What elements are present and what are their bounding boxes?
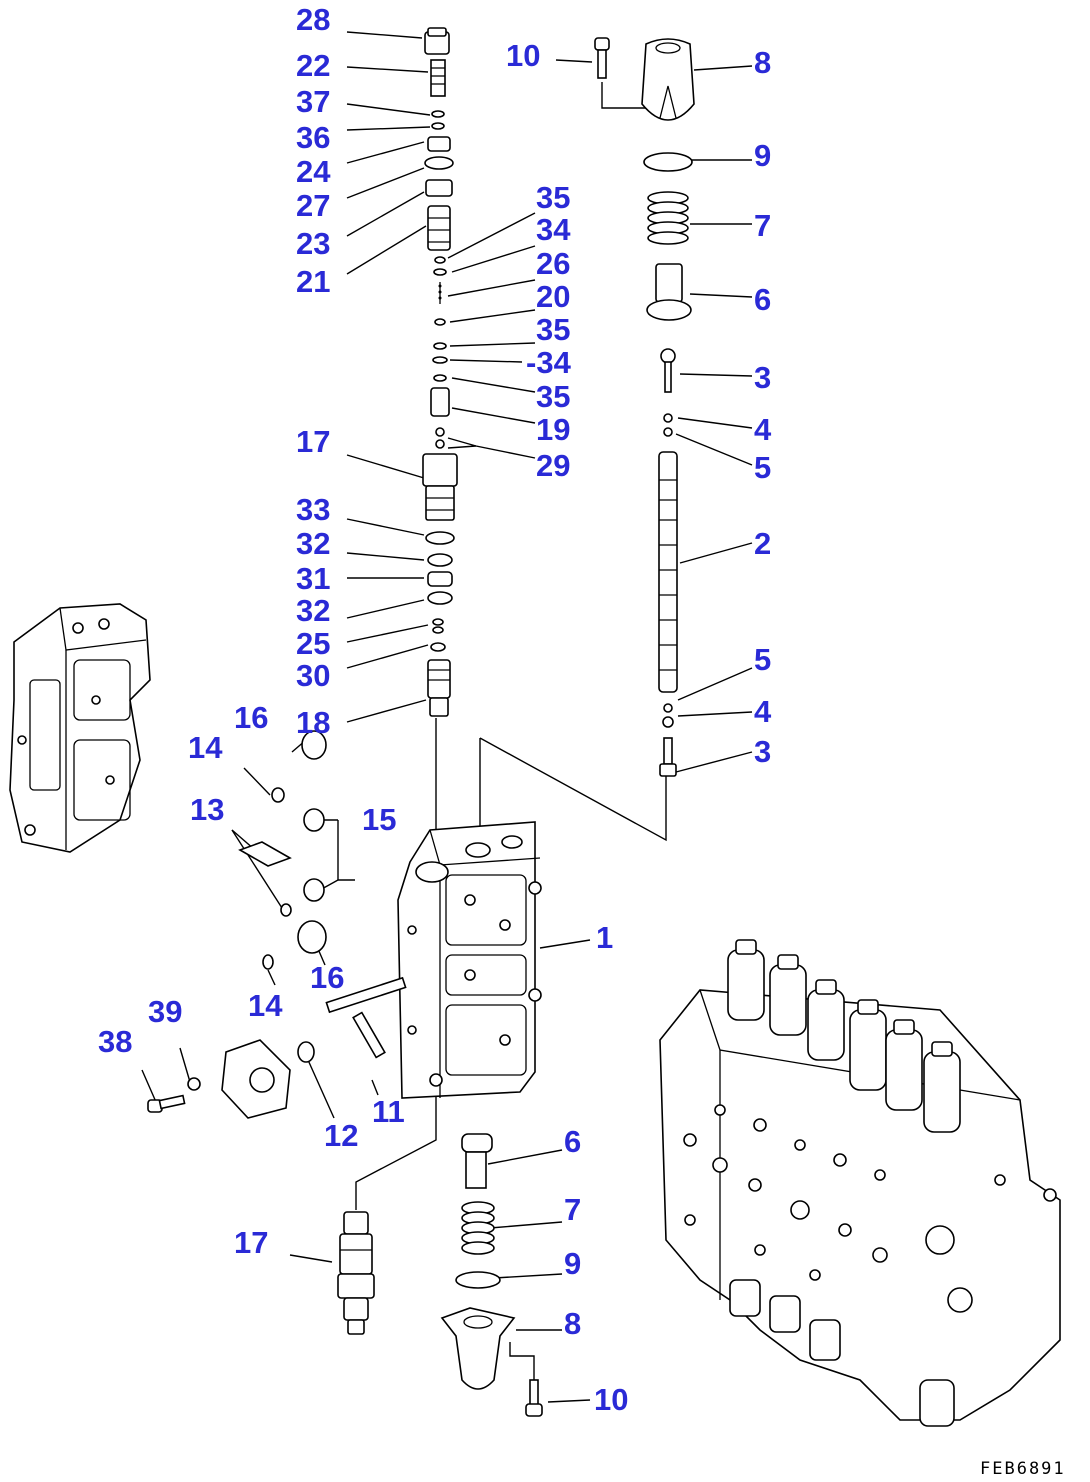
callout-37: 37 bbox=[296, 84, 330, 119]
callout-18: 18 bbox=[296, 705, 330, 740]
callout-6: 6 bbox=[754, 282, 771, 317]
callout-4: 4 bbox=[754, 694, 772, 729]
callout-1: 1 bbox=[596, 920, 613, 955]
sleeve-21 bbox=[427, 205, 451, 251]
o-ring-16 bbox=[301, 730, 327, 760]
callout-16: 16 bbox=[234, 700, 268, 735]
spool-stack bbox=[594, 37, 695, 777]
ring-31 bbox=[427, 571, 453, 587]
poppet-19 bbox=[430, 387, 450, 417]
retainer-6 bbox=[655, 263, 683, 303]
callout-9: 9 bbox=[564, 1246, 581, 1281]
adjusting-screw-22 bbox=[430, 59, 446, 97]
callout-24: 24 bbox=[296, 154, 331, 189]
check-valve-18 bbox=[427, 659, 451, 699]
callout-38: 38 bbox=[98, 1024, 132, 1059]
callout-34: 34 bbox=[536, 212, 571, 247]
callout-36: 36 bbox=[296, 120, 330, 155]
o-ring-14 bbox=[271, 787, 285, 803]
callout-13: 13 bbox=[190, 792, 224, 827]
spool-cap-8-lower bbox=[440, 1307, 516, 1390]
bolt-10 bbox=[594, 37, 610, 51]
lock-nut-24 bbox=[427, 136, 451, 152]
callout-23: 23 bbox=[296, 226, 330, 261]
callout-5: 5 bbox=[754, 450, 771, 485]
section-view bbox=[9, 603, 151, 853]
callout-8: 8 bbox=[754, 45, 771, 80]
spool-cap-8 bbox=[641, 38, 695, 121]
callout-27: 27 bbox=[296, 188, 330, 223]
callout-2: 2 bbox=[754, 526, 771, 561]
spring-7 bbox=[647, 191, 689, 245]
spool-2 bbox=[658, 451, 678, 693]
callout-28: 28 bbox=[296, 2, 330, 37]
callout-32: 32 bbox=[296, 593, 330, 628]
valve-caps-row bbox=[727, 939, 961, 1133]
port-holes bbox=[683, 1104, 1057, 1313]
ring-37 bbox=[431, 110, 445, 118]
callout-8: 8 bbox=[564, 1306, 581, 1341]
drawing-code: FEB6891 bbox=[980, 1459, 1066, 1479]
callout-39: 39 bbox=[148, 994, 182, 1029]
o-ring-9 bbox=[643, 152, 693, 172]
callout-7: 7 bbox=[754, 208, 771, 243]
callout-4: 4 bbox=[754, 412, 772, 447]
callout-14: 14 bbox=[188, 730, 223, 765]
ring-36 bbox=[431, 122, 445, 130]
callout-34: -34 bbox=[526, 345, 572, 380]
callout-6: 6 bbox=[564, 1124, 581, 1159]
relief-valve-17-lower bbox=[337, 1211, 375, 1335]
callout-17: 17 bbox=[296, 424, 330, 459]
nut-27 bbox=[424, 156, 454, 170]
plate-11 bbox=[325, 976, 407, 1014]
callout-11: 11 bbox=[372, 1094, 405, 1129]
callout-17: 17 bbox=[234, 1225, 268, 1260]
callout-35: 35 bbox=[536, 379, 570, 414]
ring-32 bbox=[427, 553, 453, 567]
ring-33 bbox=[425, 531, 455, 545]
callout-12: 12 bbox=[324, 1118, 358, 1153]
callout-35: 35 bbox=[536, 180, 570, 215]
callout-19: 19 bbox=[536, 412, 570, 447]
callout-20: 20 bbox=[536, 279, 570, 314]
side-seals bbox=[147, 730, 407, 1119]
leader-lines bbox=[141, 31, 753, 1403]
callout-10: 10 bbox=[594, 1382, 628, 1417]
callout-25: 25 bbox=[296, 626, 330, 661]
relief-valve-17 bbox=[422, 453, 458, 487]
bottom-caps bbox=[729, 1279, 955, 1427]
callout-31: 31 bbox=[296, 561, 330, 596]
callout-9: 9 bbox=[754, 138, 771, 173]
callout-14: 14 bbox=[248, 988, 283, 1023]
o-ring-12 bbox=[297, 1041, 315, 1063]
callout-35: 35 bbox=[536, 312, 570, 347]
callout-32: 32 bbox=[296, 526, 330, 561]
o-ring-9-lower bbox=[455, 1271, 501, 1289]
assembled-valve-view bbox=[659, 939, 1061, 1427]
callout-22: 22 bbox=[296, 48, 330, 83]
callout-10: 10 bbox=[506, 38, 540, 73]
callout-26: 26 bbox=[536, 246, 570, 281]
callout-33: 33 bbox=[296, 492, 330, 527]
retainer-6-lower bbox=[461, 1133, 493, 1153]
callout-15: 15 bbox=[362, 802, 396, 837]
lower-spool-cap bbox=[440, 1133, 543, 1417]
callout-3: 3 bbox=[754, 734, 771, 769]
bolt-3 bbox=[660, 348, 676, 364]
valve-body-1 bbox=[397, 821, 542, 1099]
callout-21: 21 bbox=[296, 264, 330, 299]
callout-5: 5 bbox=[754, 642, 771, 677]
callout-30: 30 bbox=[296, 658, 330, 693]
relief-valve-stack bbox=[422, 27, 458, 717]
callout-16: 16 bbox=[310, 960, 344, 995]
plug-13 bbox=[238, 841, 292, 867]
callout-29: 29 bbox=[536, 448, 570, 483]
callout-3: 3 bbox=[754, 360, 771, 395]
callout-labels: 28 22 37 36 24 27 23 21 35 34 26 20 35 -… bbox=[98, 2, 772, 1417]
callout-7: 7 bbox=[564, 1192, 581, 1227]
